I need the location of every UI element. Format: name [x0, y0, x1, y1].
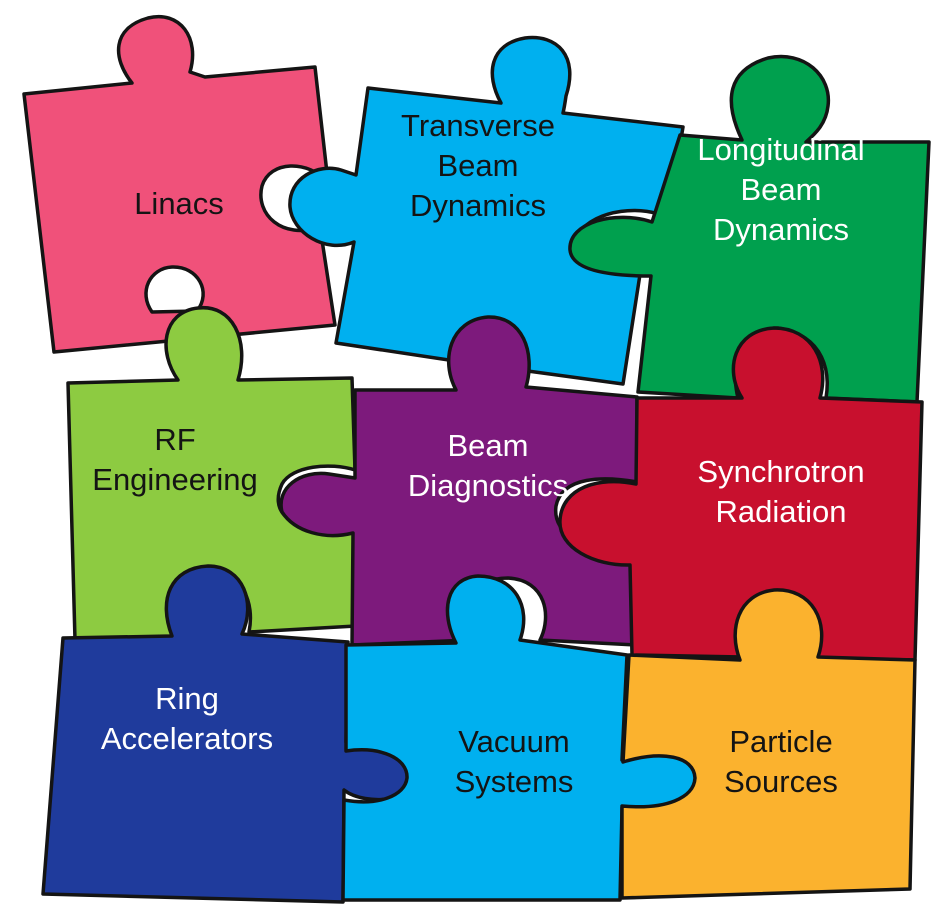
label-line: Particle [729, 724, 832, 759]
label-line: Dynamics [713, 212, 849, 247]
label-line: Accelerators [101, 721, 273, 756]
label-line: RF [154, 422, 195, 457]
label-line: Linacs [134, 186, 224, 221]
label-line: Diagnostics [408, 468, 568, 503]
piece-linacs: Linacs [22, 14, 337, 354]
piece-rf: RF Engineering [66, 306, 358, 642]
label-line: Synchrotron [697, 454, 864, 489]
label-line: Engineering [92, 462, 257, 497]
label-line: Transverse [401, 108, 555, 143]
piece-particle-shape [620, 588, 917, 900]
label-line: Beam [741, 172, 822, 207]
piece-linacs-label: Linacs [134, 186, 224, 221]
label-line: Dynamics [410, 188, 546, 223]
label-line: Ring [155, 681, 219, 716]
piece-linacs-shape [22, 14, 337, 354]
piece-linacs-socket [144, 265, 205, 314]
label-line: Beam [438, 148, 519, 183]
label-line: Sources [724, 764, 838, 799]
label-line: Vacuum [458, 724, 569, 759]
label-line: Longitudinal [697, 132, 864, 167]
label-line: Beam [448, 428, 529, 463]
piece-rf-label: RF Engineering [92, 422, 257, 497]
label-line: Radiation [716, 494, 847, 529]
label-line: Systems [455, 764, 574, 799]
